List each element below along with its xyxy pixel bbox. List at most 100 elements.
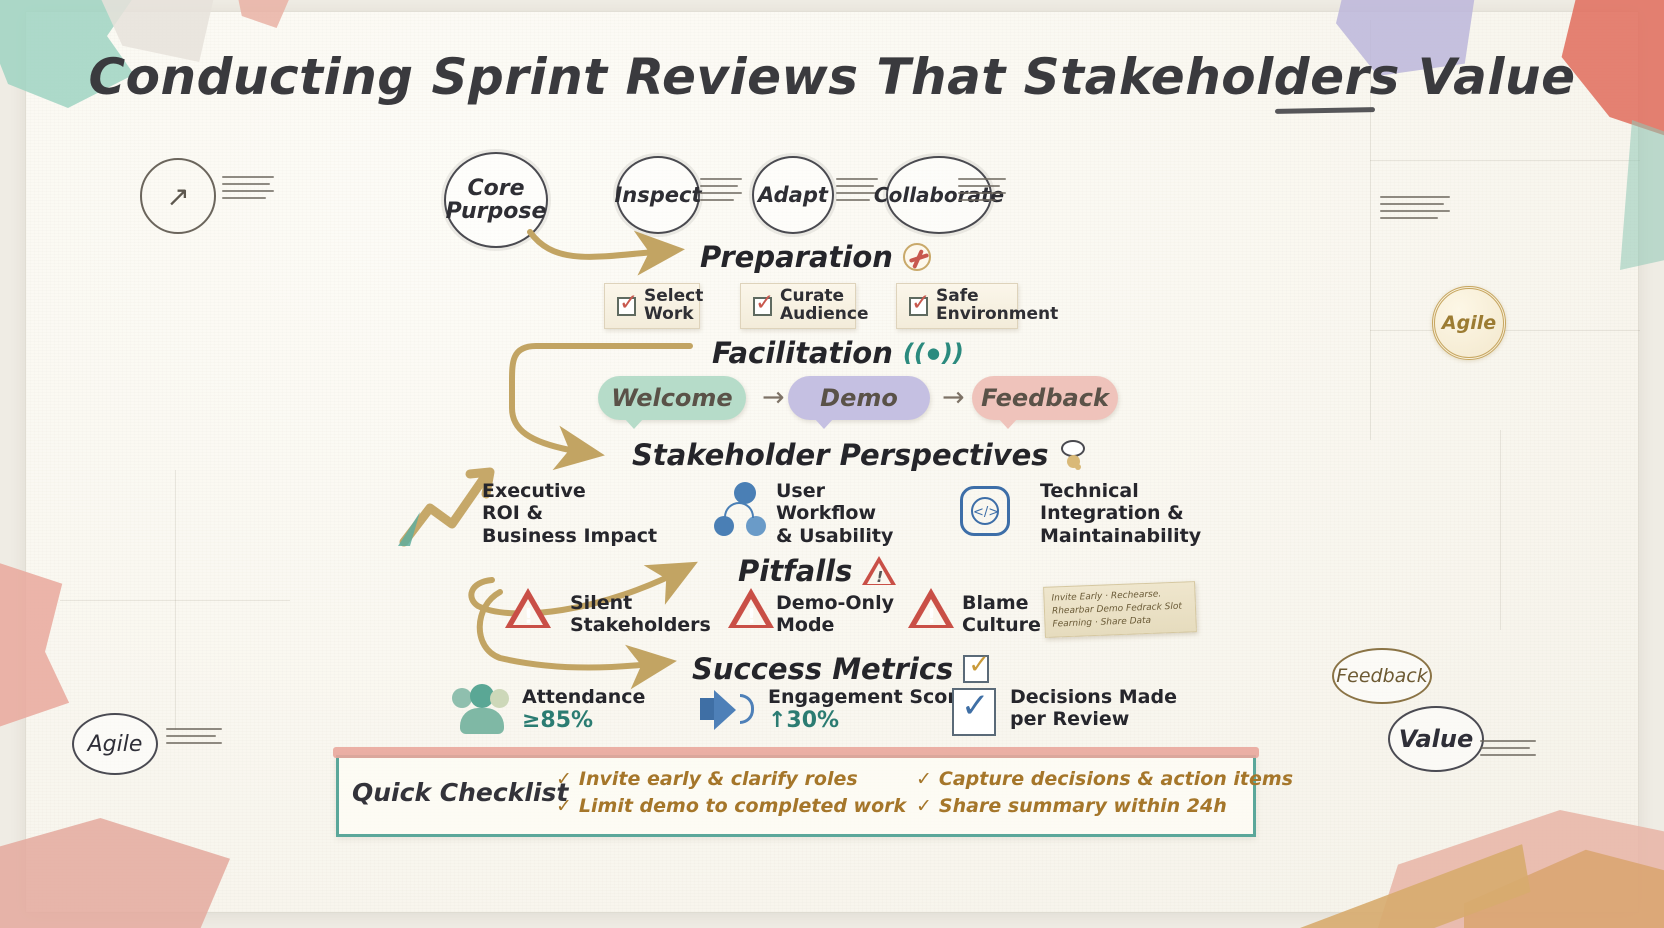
quick-checklist-title: Quick Checklist bbox=[352, 778, 569, 807]
perspectives-heading-label: Stakeholder Perspectives bbox=[632, 438, 1049, 472]
check-icon: ✓ bbox=[916, 795, 932, 817]
people-icon bbox=[452, 684, 516, 736]
checklist-item-4[interactable]: ✓Share summary within 24h bbox=[916, 795, 1227, 817]
checklist-item-label: Capture decisions & action items bbox=[938, 768, 1294, 790]
facilitation-arrow-2: → bbox=[942, 382, 965, 413]
pitfall-item-silent-stakeholders[interactable]: Silent Stakeholders bbox=[570, 592, 711, 637]
perspective-item-user[interactable]: User Workflow & Usability bbox=[776, 480, 893, 547]
perspective-text: Technical Integration & Maintainability bbox=[1040, 480, 1202, 547]
metric-value: ↑30% bbox=[768, 708, 840, 734]
pitfall-warning-icon bbox=[908, 588, 954, 628]
checklist-item-label: Limit demo to completed work bbox=[578, 795, 907, 817]
agile-coin-stamp: Agile bbox=[1432, 286, 1506, 360]
facilitation-step-demo[interactable]: Demo bbox=[788, 376, 930, 429]
metric-attendance[interactable]: Attendance ≥85% bbox=[522, 686, 645, 733]
metric-label: Attendance bbox=[522, 686, 646, 708]
check-icon: ✓ bbox=[556, 795, 572, 817]
facilitation-step-label: Welcome bbox=[611, 384, 733, 412]
value-stamp: Value bbox=[1388, 706, 1484, 772]
pitfall-warning-icon bbox=[505, 588, 551, 628]
concept-core-purpose[interactable]: Core Purpose bbox=[444, 152, 548, 248]
stamp-waves-left bbox=[222, 176, 274, 204]
checklist-item-label: Invite early & clarify roles bbox=[578, 768, 858, 790]
concept-waves-1 bbox=[700, 178, 742, 206]
checkbox-checked-icon[interactable] bbox=[909, 291, 930, 316]
metric-decisions-made[interactable]: Decisions Made per Review bbox=[1010, 686, 1177, 731]
metric-value: ≥85% bbox=[522, 708, 594, 734]
checkbox-checked-icon: ✓ bbox=[963, 650, 990, 683]
stamp-waves-bottom-right bbox=[1480, 740, 1536, 761]
page-title: Conducting Sprint Reviews That Stakehold… bbox=[88, 48, 1576, 106]
quick-checklist-panel bbox=[333, 747, 1259, 837]
perspective-text: User Workflow & Usability bbox=[776, 480, 894, 547]
facilitation-step-welcome[interactable]: Welcome bbox=[598, 376, 746, 429]
user-network-icon bbox=[712, 482, 772, 540]
checkbox-icon: ✓ bbox=[952, 686, 996, 736]
prep-card-text: Select Work bbox=[644, 286, 704, 324]
metric-label: Decisions Made bbox=[1010, 686, 1177, 708]
prep-card-safe-environment[interactable]: Safe Environment bbox=[896, 283, 1058, 329]
pitfall-warning-icon bbox=[728, 588, 774, 628]
thought-bubble-icon bbox=[1059, 440, 1091, 470]
metric-value: per Review bbox=[1010, 708, 1130, 731]
warning-triangle-icon: ! bbox=[862, 556, 897, 586]
concept-adapt[interactable]: Adapt bbox=[752, 156, 834, 234]
arrow-stamp-icon: ↗ bbox=[166, 179, 190, 213]
concept-waves-3 bbox=[958, 178, 1006, 206]
facilitation-heading-label: Facilitation bbox=[712, 336, 893, 370]
check-icon: ✓ bbox=[556, 768, 572, 790]
perspective-item-executive[interactable]: Executive ROI & Business Impact bbox=[482, 480, 657, 547]
section-heading-perspectives: Stakeholder Perspectives bbox=[632, 438, 1091, 472]
concept-label-line1: Adapt bbox=[758, 182, 828, 207]
concept-label-line2: Purpose bbox=[445, 199, 547, 224]
broadcast-icon: ((●)) bbox=[902, 339, 964, 367]
checklist-item-2[interactable]: ✓ Limit demo to completed work bbox=[556, 795, 906, 817]
stamp-waves-bottom-left bbox=[166, 728, 222, 749]
grid-line bbox=[1500, 430, 1501, 630]
arrow-stamp: ↗ bbox=[140, 158, 216, 234]
metric-label: Engagement Score bbox=[768, 686, 970, 708]
feedback-stamp: Feedback bbox=[1332, 648, 1432, 704]
checkbox-checked-icon[interactable] bbox=[617, 291, 638, 316]
section-heading-preparation: Preparation bbox=[700, 240, 931, 274]
prep-card-select-work[interactable]: Select Work bbox=[604, 283, 704, 329]
value-stamp-label: Value bbox=[1398, 725, 1474, 753]
concept-inspect[interactable]: Inspect bbox=[614, 156, 702, 234]
facilitation-arrow-1: → bbox=[762, 382, 785, 413]
section-heading-metrics: Success Metrics ✓ bbox=[692, 650, 990, 686]
feedback-stamp-label: Feedback bbox=[1336, 665, 1428, 687]
metrics-heading-label: Success Metrics bbox=[692, 652, 954, 686]
check-icon: ✓ bbox=[916, 768, 932, 790]
checkbox-checked-icon[interactable] bbox=[753, 291, 774, 316]
section-heading-facilitation: Facilitation ((●)) bbox=[712, 336, 964, 370]
grid-line bbox=[175, 470, 176, 730]
section-heading-pitfalls: Pitfalls ! bbox=[738, 554, 897, 588]
agile-stamp: Agile bbox=[72, 713, 158, 775]
agile-coin-label: Agile bbox=[1441, 312, 1497, 334]
facilitation-step-feedback[interactable]: Feedback bbox=[972, 376, 1118, 429]
perspective-text: Executive ROI & Business Impact bbox=[482, 480, 658, 547]
pitfall-item-demo-only-mode[interactable]: Demo-Only Mode bbox=[776, 592, 894, 637]
grid-line bbox=[1370, 160, 1640, 161]
grid-line bbox=[1370, 20, 1371, 440]
preparation-heading-label: Preparation bbox=[700, 240, 893, 274]
pitfall-item-blame-culture[interactable]: Blame Culture bbox=[962, 592, 1041, 637]
prep-card-curate-audience[interactable]: Curate Audience bbox=[740, 283, 869, 329]
concept-collaborate[interactable]: Collaborate bbox=[874, 156, 1004, 234]
sticky-note[interactable]: Invite Early · Rechearse. Rhearbar Demo … bbox=[1043, 581, 1197, 639]
gear-code-icon: </> bbox=[956, 482, 1014, 540]
concept-waves-2 bbox=[836, 178, 878, 206]
prep-card-text: Safe Environment bbox=[936, 286, 1059, 324]
perspective-item-technical[interactable]: Technical Integration & Maintainability bbox=[1040, 480, 1201, 547]
checklist-item-3[interactable]: ✓ Capture decisions & action items bbox=[916, 768, 1293, 790]
pitfalls-heading-label: Pitfalls bbox=[738, 554, 853, 588]
concept-label-line1: Inspect bbox=[614, 182, 702, 207]
facilitation-step-label: Demo bbox=[820, 384, 898, 412]
stamp-waves-right bbox=[1380, 196, 1450, 224]
concept-label-line1: Core bbox=[467, 175, 525, 201]
megaphone-icon bbox=[700, 690, 760, 734]
metric-engagement-score[interactable]: Engagement Score ↑30% bbox=[768, 686, 970, 733]
checklist-item-1[interactable]: ✓ Invite early & clarify roles bbox=[556, 768, 858, 790]
paper-background bbox=[26, 12, 1638, 912]
